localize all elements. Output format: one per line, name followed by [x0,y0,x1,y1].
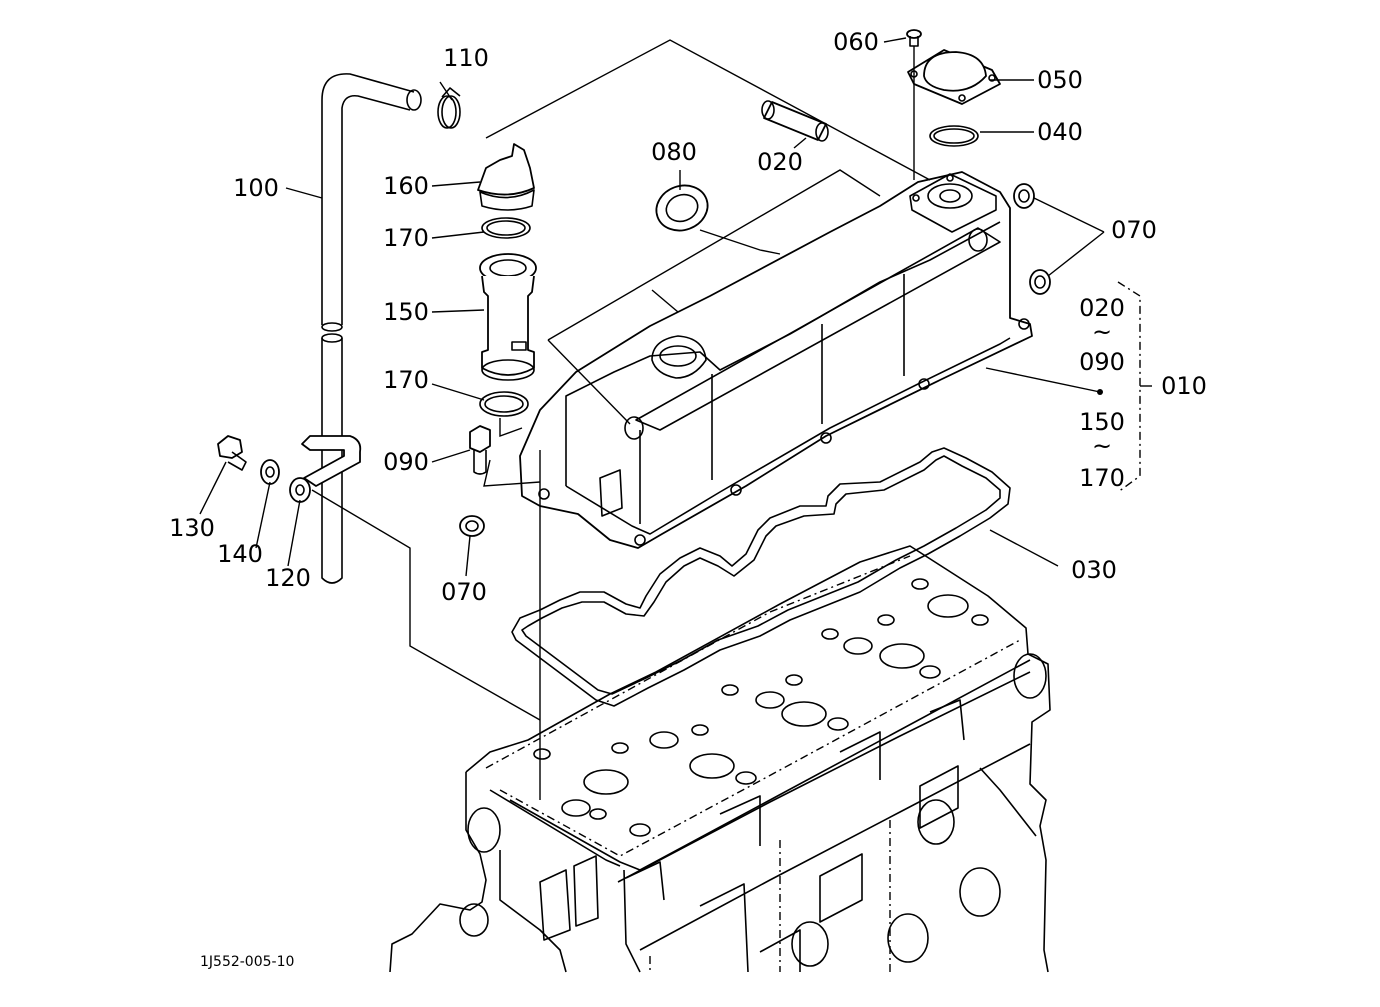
leader-lines [199,37,1105,800]
bushing-070-bottom [1029,269,1051,295]
o-ring-170-lower [479,391,529,417]
callout-080: 080 [651,138,697,166]
callout-020: 020 [757,148,803,176]
hose-clamp-110 [437,87,461,129]
callout-030: 030 [1071,556,1117,584]
o-ring-170-upper [481,217,531,239]
callout-010: 010 [1161,372,1207,400]
o-ring-170-lower-inner [484,395,524,413]
range-150: 150 [1079,408,1125,436]
callout-100: 100 [233,174,279,202]
drawing-code: 1J552-005-10 [200,954,294,970]
clamp-120 [289,477,311,503]
pipe-020 [761,100,829,142]
range-090: 090 [1079,348,1125,376]
bolt-130 [217,435,247,471]
o-ring-170-upper-inner [486,220,526,236]
screw-060 [906,29,922,47]
callout-090: 090 [383,448,429,476]
callout-160: 160 [383,172,429,200]
callout-070-right: 070 [1111,216,1157,244]
oil-filler-cap-160 [477,143,535,211]
cylinder-head-cover-010 [519,171,1033,549]
range-170: 170 [1079,464,1125,492]
bushing-070-left [459,515,485,537]
assembly-bracket [1117,281,1141,493]
callout-060: 060 [833,28,879,56]
callout-150: 150 [383,298,429,326]
range-020: 020 [1079,294,1125,322]
callout-040: 040 [1037,118,1083,146]
bolt-090 [469,425,491,475]
callout-140: 140 [217,540,263,568]
cylinder-head-ports [533,578,989,837]
o-ring-040-inner [933,128,975,144]
breather-cover-050 [907,49,1001,105]
breather-hose-100 [321,73,422,584]
oil-filler-neck-150 [479,253,537,381]
callout-050: 050 [1037,66,1083,94]
bushing-070-top [1013,183,1035,209]
oil-seal-080 [655,184,709,232]
cylinder-head [389,545,1051,973]
hose-clamp-bracket [301,435,362,487]
head-cover-gasket-030 [511,447,1011,707]
callout-labels: 110 060 050 040 080 020 100 160 170 150 … [169,28,1207,606]
range-tilde-2: ~ [1092,432,1112,460]
callout-120: 120 [265,564,311,592]
callout-170-upper: 170 [383,224,429,252]
washer-140 [260,459,280,485]
assembly-range-text: 020 ~ 090 150 ~ 170 [1079,294,1125,492]
callout-130: 130 [169,514,215,542]
range-tilde-1: ~ [1092,318,1112,346]
o-ring-040 [929,125,979,147]
callout-110: 110 [443,44,489,72]
callout-170-lower: 170 [383,366,429,394]
callout-070-left: 070 [441,578,487,606]
